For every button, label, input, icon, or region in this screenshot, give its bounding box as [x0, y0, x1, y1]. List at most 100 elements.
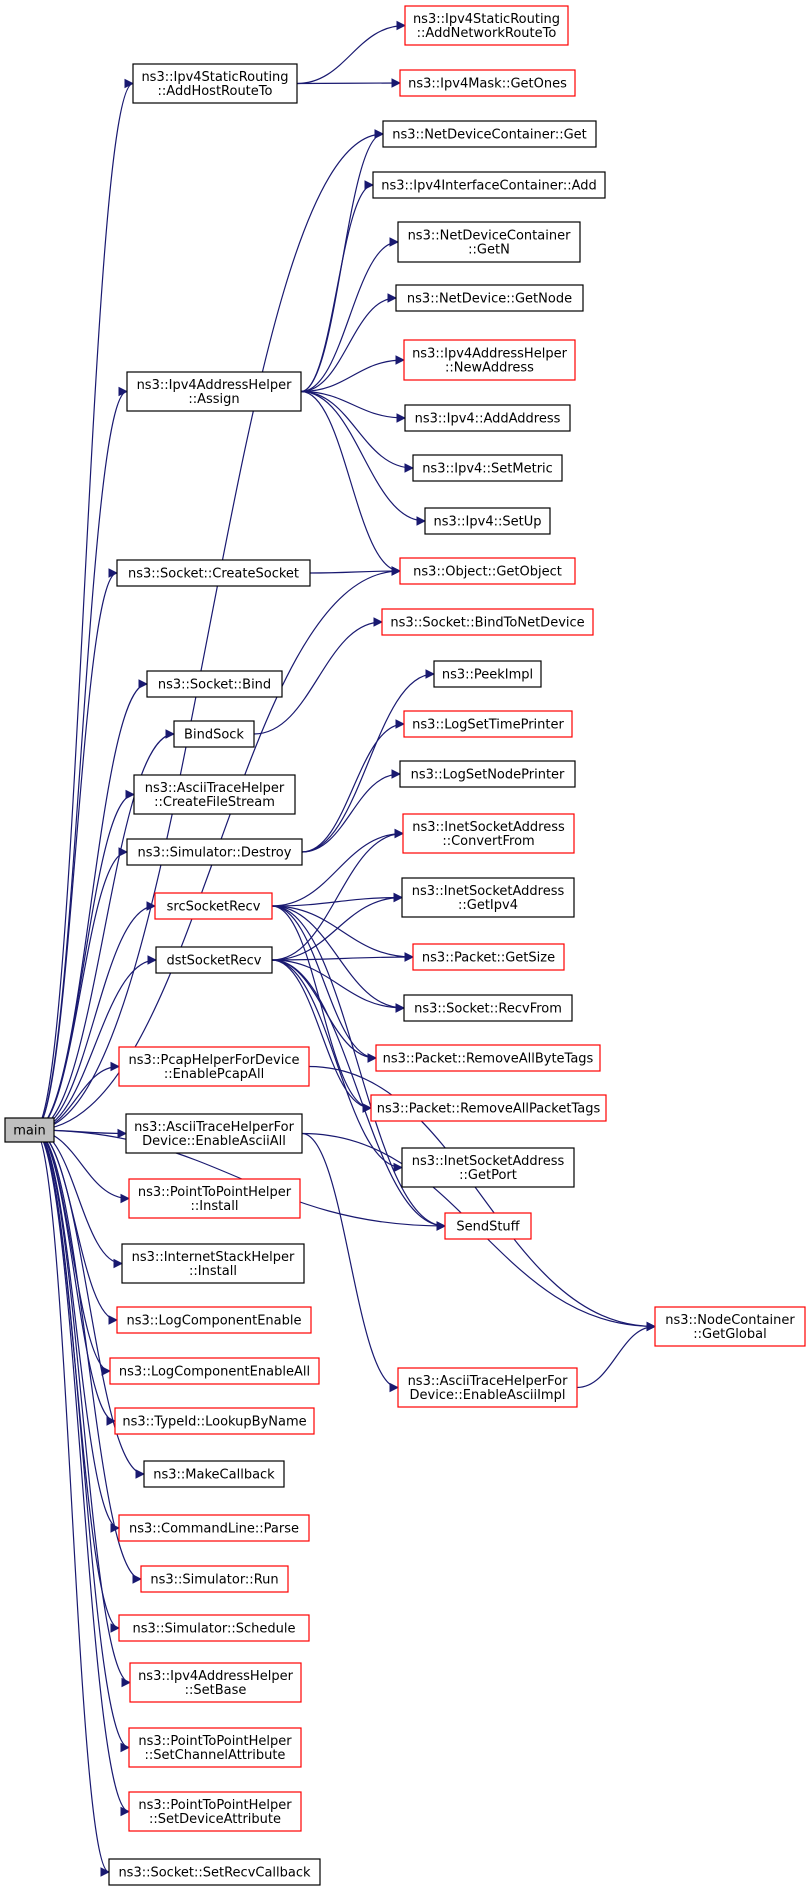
node-bindsock[interactable]: BindSock: [173, 720, 255, 748]
node-ndcget[interactable]: ns3::NetDeviceContainer::Get: [382, 120, 597, 148]
node-box: [372, 171, 606, 199]
node-makecb[interactable]: ns3::MakeCallback: [143, 1460, 285, 1488]
node-label: ns3::InetSocketAddress: [412, 1154, 565, 1169]
node-newaddr[interactable]: ns3::Ipv4AddressHelper::NewAddress: [403, 339, 576, 381]
node-box: [114, 1407, 315, 1435]
node-rmpkttags[interactable]: ns3::Packet::RemoveAllPacketTags: [370, 1094, 607, 1122]
node-label: ::Install: [191, 1199, 239, 1214]
node-addaddr[interactable]: ns3::Ipv4::AddAddress: [404, 404, 571, 432]
edge-main-to-setrecvcb: [33, 1129, 110, 1877]
edge-destroy-to-logtime: [301, 719, 405, 853]
node-box: [424, 507, 551, 535]
edge-bindsock-to-bindtond: [253, 617, 383, 735]
node-box: [4, 1117, 55, 1143]
node-simrun[interactable]: ns3::Simulator::Run: [140, 1565, 289, 1593]
edge-assign-to-addaddr: [300, 390, 406, 423]
node-label: ns3::Packet::GetSize: [422, 951, 555, 966]
node-setrecvcb[interactable]: ns3::Socket::SetRecvCallback: [108, 1858, 321, 1886]
node-label: ns3::AsciiTraceHelperFor: [134, 1120, 295, 1135]
edge-destroy-to-lognode: [301, 769, 401, 853]
node-box: [399, 760, 576, 788]
node-box: [116, 559, 311, 587]
node-label: ns3::PointToPointHelper: [138, 1185, 292, 1200]
node-setdev[interactable]: ns3::PointToPointHelper::SetDeviceAttrib…: [128, 1791, 302, 1832]
node-sockbind[interactable]: ns3::Socket::Bind: [146, 670, 283, 698]
node-label: ns3::MakeCallback: [153, 1468, 275, 1483]
node-rmbytetags[interactable]: ns3::Packet::RemoveAllByteTags: [375, 1044, 601, 1072]
edge-main-to-ndcget: [33, 129, 384, 1131]
edge-srcrecv-to-getsize: [271, 905, 414, 962]
node-setbase[interactable]: ns3::Ipv4AddressHelper::SetBase: [129, 1662, 302, 1703]
node-label: ns3::NodeContainer: [665, 1313, 795, 1328]
node-iicadd[interactable]: ns3::Ipv4InterfaceContainer::Add: [372, 171, 606, 199]
edge-ahr-to-gones: [296, 78, 401, 88]
node-label: ns3::Ipv4StaticRouting: [141, 70, 288, 85]
node-box: [126, 838, 303, 866]
node-assign[interactable]: ns3::Ipv4AddressHelper::Assign: [126, 371, 302, 412]
node-sendstuff[interactable]: SendStuff: [444, 1212, 532, 1240]
node-asciiimpl[interactable]: ns3::AsciiTraceHelperForDevice::EnableAs…: [397, 1367, 578, 1408]
node-label: ns3::Socket::Bind: [158, 678, 271, 693]
node-getobject[interactable]: ns3::Object::GetObject: [399, 557, 576, 585]
node-getsize[interactable]: ns3::Packet::GetSize: [412, 943, 565, 971]
node-ncglobal[interactable]: ns3::NodeContainer::GetGlobal: [654, 1306, 806, 1347]
edges-layer: [33, 20, 656, 1877]
node-box: [399, 557, 576, 585]
node-logcomp[interactable]: ns3::LogComponentEnable: [116, 1306, 312, 1334]
node-gones[interactable]: ns3::Ipv4Mask::GetOnes: [399, 69, 576, 97]
node-label: ns3::PointToPointHelper: [138, 1734, 292, 1749]
edge-main-to-sendstuff: [33, 1129, 446, 1231]
edge-main-to-setdev: [33, 1129, 130, 1817]
node-dstrecv[interactable]: dstSocketRecv: [155, 946, 273, 974]
node-box: [402, 813, 575, 854]
node-label: ns3::Simulator::Schedule: [132, 1622, 295, 1637]
node-label: ns3::Packet::RemoveAllPacketTags: [377, 1102, 601, 1117]
node-anr[interactable]: ns3::Ipv4StaticRouting::AddNetworkRouteT…: [404, 5, 569, 46]
node-bindtond[interactable]: ns3::Socket::BindToNetDevice: [381, 608, 594, 636]
node-pcapall[interactable]: ns3::PcapHelperForDevice::EnablePcapAll: [118, 1046, 310, 1087]
node-label: ns3::Simulator::Run: [150, 1573, 278, 1588]
edge-asciiall-to-asciiimpl: [301, 1132, 399, 1393]
node-label: ns3::Simulator::Destroy: [138, 846, 292, 861]
node-setmetric[interactable]: ns3::Ipv4::SetMetric: [412, 454, 563, 482]
edge-main-to-makecb: [33, 1129, 145, 1479]
node-label: ns3::Ipv4AddressHelper: [412, 347, 568, 362]
node-label: ::SetBase: [185, 1683, 247, 1698]
node-ahr[interactable]: ns3::Ipv4StaticRouting::AddHostRouteTo: [132, 63, 298, 104]
edge-assign-to-setup: [300, 390, 426, 526]
node-ishinstall[interactable]: ns3::InternetStackHelper::Install: [121, 1243, 305, 1284]
node-simsched[interactable]: ns3::Simulator::Schedule: [118, 1614, 310, 1642]
edge-asciiimpl-to-ncglobal: [576, 1321, 656, 1389]
node-label: main: [13, 1124, 45, 1139]
node-label: ::ConvertFrom: [442, 834, 534, 849]
node-peekimpl[interactable]: ns3::PeekImpl: [433, 660, 542, 688]
node-box: [375, 1044, 601, 1072]
node-lognode[interactable]: ns3::LogSetNodePrinter: [399, 760, 576, 788]
node-createsock[interactable]: ns3::Socket::CreateSocket: [116, 559, 311, 587]
node-label: Device::EnableAsciiImpl: [410, 1388, 566, 1403]
node-cmdparse[interactable]: ns3::CommandLine::Parse: [118, 1514, 310, 1542]
node-box: [381, 608, 594, 636]
node-label: ::Install: [189, 1264, 237, 1279]
node-lookup[interactable]: ns3::TypeId::LookupByName: [114, 1407, 315, 1435]
node-p2pinstall[interactable]: ns3::PointToPointHelper::Install: [128, 1178, 301, 1219]
node-getipv4[interactable]: ns3::InetSocketAddress::GetIpv4: [401, 877, 575, 918]
node-ndgetnode[interactable]: ns3::NetDevice::GetNode: [395, 284, 584, 312]
edge-assign-to-setmetric: [300, 390, 414, 473]
node-label: Device::EnableAsciiAll: [142, 1134, 286, 1149]
node-setup[interactable]: ns3::Ipv4::SetUp: [424, 507, 551, 535]
node-convfrom[interactable]: ns3::InetSocketAddress::ConvertFrom: [402, 813, 575, 854]
node-srcrecv[interactable]: srcSocketRecv: [154, 892, 273, 920]
node-logtime[interactable]: ns3::LogSetTimePrinter: [403, 710, 573, 738]
node-cfs[interactable]: ns3::AsciiTraceHelper::CreateFileStream: [133, 774, 296, 815]
node-logcompall[interactable]: ns3::LogComponentEnableAll: [109, 1357, 320, 1385]
node-ndcgetn[interactable]: ns3::NetDeviceContainer::GetN: [397, 221, 581, 263]
node-label: ::NewAddress: [445, 361, 534, 376]
node-recvfrom[interactable]: ns3::Socket::RecvFrom: [403, 994, 573, 1022]
node-box: [133, 774, 296, 815]
node-destroy[interactable]: ns3::Simulator::Destroy: [126, 838, 303, 866]
node-setchan[interactable]: ns3::PointToPointHelper::SetChannelAttri…: [128, 1727, 302, 1768]
node-box: [126, 371, 302, 412]
node-getport[interactable]: ns3::InetSocketAddress::GetPort: [401, 1147, 575, 1188]
node-asciiall[interactable]: ns3::AsciiTraceHelperForDevice::EnableAs…: [125, 1113, 303, 1154]
